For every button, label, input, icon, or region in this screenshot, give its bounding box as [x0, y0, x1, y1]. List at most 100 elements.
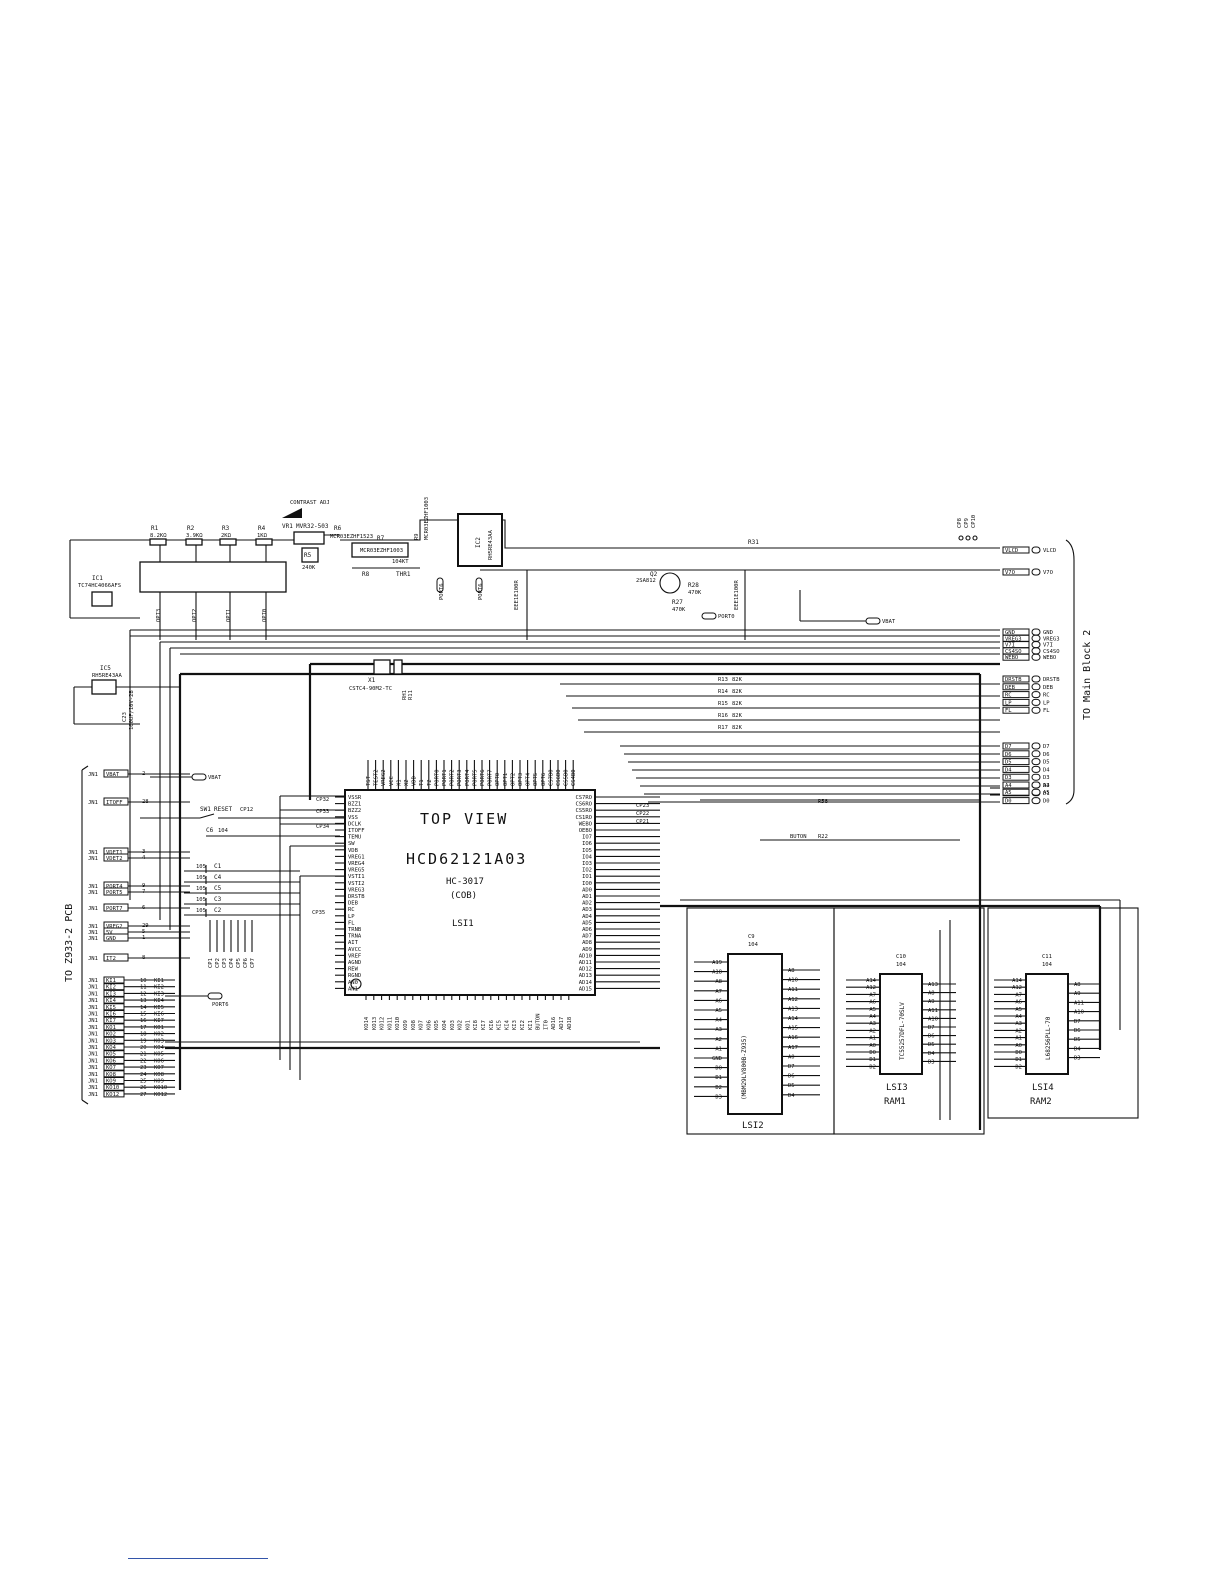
r31-ref: R31 [748, 539, 759, 546]
key-pinnum: 10 [140, 978, 147, 984]
right-conn-box [1002, 546, 1030, 554]
chip-bottom-pin: KO13 [372, 1017, 378, 1030]
key-sig: KO7 [106, 1065, 116, 1071]
mem-pin: D1 [1015, 1057, 1022, 1063]
mem-pin: D7 [1074, 1019, 1081, 1025]
right-conn-jack [1031, 765, 1041, 773]
q2-transistor [659, 572, 681, 594]
chip-right-pin: IO2 [582, 868, 592, 874]
key-jn: JN1 [88, 1058, 98, 1064]
chip-bottom-pin: IT0 [543, 1020, 549, 1030]
mem-pin: A2 [869, 1028, 876, 1034]
chip-bottom-pin: KO7 [419, 1020, 425, 1030]
key-sig-net: KO10 [154, 1085, 167, 1091]
ic2-body [457, 513, 503, 567]
right-conn-jack [1031, 773, 1041, 781]
lsi3-body [879, 973, 923, 1075]
chip-left-pin: ITOFF [348, 828, 365, 834]
mem-pin: A0 [788, 1054, 795, 1060]
chip-right-pin: IO6 [582, 841, 592, 847]
mem-pin: D7 [788, 1064, 795, 1070]
svg-text:PORT6: PORT6 [478, 583, 484, 600]
right-conn-sig: DEB [1005, 685, 1016, 691]
left-conn-sig: GND [106, 936, 116, 942]
right-conn-sig: VLCD [1005, 548, 1018, 554]
key-sig-net: KI3 [154, 991, 164, 997]
vr1-ref: VR1 [282, 523, 293, 530]
mem-pin: D5 [788, 1083, 795, 1089]
right-conn-out: VREG3 [1043, 636, 1060, 642]
left-cap-ref: C5 [214, 885, 222, 892]
ic5-part: RH5RE43AA [92, 673, 122, 679]
right-conn-sig: DRSTB [1005, 677, 1022, 683]
ram2-label: RAM2 [1030, 1097, 1052, 1107]
r15-val: 82K [732, 701, 743, 707]
chip-top-pin: OPT6 [541, 773, 547, 786]
ic1-part: TC74HC4066AFS [78, 583, 121, 589]
chip-top-pin: CS5B0 [564, 769, 570, 786]
mem-pin: A9 [928, 999, 935, 1005]
key-jn: JN1 [88, 1012, 98, 1018]
left-cap-cp: CP3 [222, 958, 228, 968]
key-sig: KO6 [106, 1058, 116, 1064]
chip-left-pin: BZZ2 [348, 808, 361, 814]
mem-pin: A3 [869, 1021, 876, 1027]
key-sig: KI6 [106, 1012, 116, 1018]
key-jn: JN1 [88, 998, 98, 1004]
r6-ref: R6 [334, 525, 342, 532]
r16-val: 82K [732, 713, 743, 719]
mem-pin: A6 [1015, 1000, 1022, 1006]
right-conn-jack [1031, 647, 1041, 655]
left-conn-sig: IT2 [106, 956, 116, 962]
left-conn-sig: VBAT [106, 772, 120, 778]
x1-block: X1 CSTC4-90M2-TC RH1 R11 [349, 659, 414, 700]
key-jn: JN1 [88, 1079, 98, 1085]
right-conn-out: A4 [1043, 783, 1050, 789]
mem-pin: A14 [1012, 978, 1023, 984]
key-sig: KO3 [106, 1038, 116, 1044]
key-jn: JN1 [88, 1065, 98, 1071]
right-conn-out: VLCD [1043, 548, 1056, 554]
r1-ref: R1 [151, 525, 159, 532]
right-conn-out: FL [1043, 708, 1050, 714]
right-conn-sig: D7 [1005, 744, 1012, 750]
chip-left-pin: BZZ1 [348, 802, 361, 808]
right-conn-jack [1031, 675, 1041, 683]
left-cap-value: 105 [196, 864, 206, 870]
right-conn-sig: V7O [1005, 570, 1015, 576]
left-cap-ref: C2 [214, 907, 222, 914]
right-conn-sig: D3 [1005, 775, 1012, 781]
left-conn-jn: JN1 [88, 800, 98, 806]
mem-pin: A6 [869, 1000, 876, 1006]
mem-pin: A7 [869, 992, 876, 998]
left-cap-value: 105 [196, 908, 206, 914]
right-conn-out: D6 [1043, 752, 1050, 758]
chip-bottom-pin: KI6 [489, 1020, 495, 1030]
chip-left-pin: VREG4 [348, 861, 365, 867]
chip-top-pin: CS7B0 [548, 769, 554, 786]
chip-top-pin: TST [366, 775, 372, 786]
right-conn-out: D2 [1043, 783, 1050, 789]
ic2-part: RH5RE43AA [488, 530, 494, 560]
key-sig-net: KO9 [154, 1079, 164, 1085]
mem-pin: D5 [1074, 1037, 1081, 1043]
key-jn: JN1 [88, 985, 98, 991]
chip-top-pin: PORT1 [442, 769, 448, 786]
left-conn-jn: JN1 [88, 890, 98, 896]
key-jn: JN1 [88, 1018, 98, 1024]
svg-text:CP12: CP12 [240, 807, 253, 813]
mem-pin: D0 [715, 1066, 722, 1072]
r5-val: 240K [302, 565, 316, 571]
left-cap-cp: CP6 [243, 958, 249, 968]
right-conn-out: CS4SO [1043, 649, 1060, 655]
left-conn-sig: PORT5 [106, 890, 123, 896]
mem-pin: D6 [788, 1074, 795, 1080]
chip-top-pin: OPT1 [503, 773, 509, 786]
